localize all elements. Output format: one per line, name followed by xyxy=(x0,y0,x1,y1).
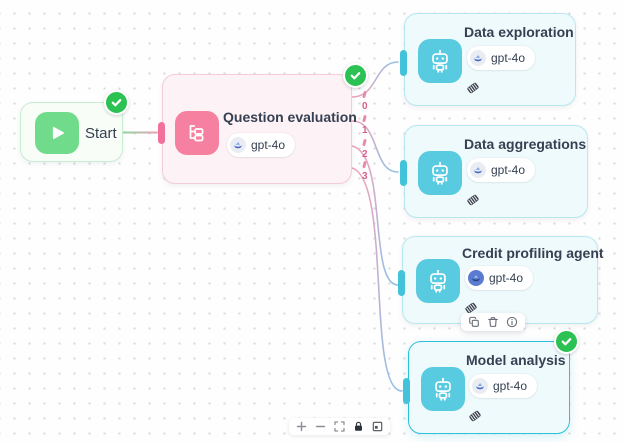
check-badge-icon xyxy=(104,90,129,115)
robot-icon xyxy=(418,39,462,83)
model-name: gpt-4o xyxy=(491,51,526,65)
node-data-aggregations[interactable]: Data aggregations gpt-4o xyxy=(400,125,588,218)
model-name: gpt-4o xyxy=(491,163,526,177)
input-handle[interactable] xyxy=(400,160,407,186)
model-pill[interactable]: gpt-4o xyxy=(465,266,534,290)
model-name: gpt-4o xyxy=(251,138,286,152)
input-handle[interactable] xyxy=(398,270,405,296)
input-handle[interactable] xyxy=(403,378,410,404)
model-pill[interactable]: gpt-4o xyxy=(469,374,538,398)
check-badge-icon xyxy=(554,329,579,354)
lock-icon[interactable] xyxy=(353,421,364,432)
fit-view-icon[interactable] xyxy=(334,421,345,432)
tool-icon xyxy=(464,191,481,208)
edge-branch-1[interactable] xyxy=(351,120,399,173)
branch-label: 2 xyxy=(362,149,368,160)
model-provider-icon xyxy=(468,270,484,286)
model-pill[interactable]: gpt-4o xyxy=(227,133,296,157)
edge-branch-2[interactable] xyxy=(351,145,399,286)
branch-label: 1 xyxy=(362,125,368,136)
copy-icon[interactable] xyxy=(468,316,480,328)
info-icon[interactable] xyxy=(506,316,518,328)
model-provider-icon xyxy=(472,378,488,394)
node-title: Start xyxy=(85,125,117,142)
branch-label: 3 xyxy=(362,171,368,182)
branch-handle-1[interactable] xyxy=(362,114,367,123)
node-title: Credit profiling agent xyxy=(462,245,604,261)
canvas-controls xyxy=(289,418,390,435)
tool-icon xyxy=(462,299,479,316)
model-pill[interactable]: gpt-4o xyxy=(467,46,536,70)
model-provider-icon xyxy=(470,162,486,178)
node-title: Model analysis xyxy=(466,352,566,368)
robot-icon xyxy=(421,367,465,411)
branch-label: 0 xyxy=(362,101,368,112)
question-classifier-icon xyxy=(175,111,219,155)
model-name: gpt-4o xyxy=(493,379,528,393)
zoom-out-icon[interactable] xyxy=(315,421,326,432)
model-name: gpt-4o xyxy=(489,271,524,285)
node-title: Data aggregations xyxy=(464,136,587,152)
node-title: Data exploration xyxy=(464,24,574,40)
check-badge-icon xyxy=(343,63,368,88)
model-provider-icon xyxy=(230,137,246,153)
branch-handle-0[interactable] xyxy=(362,90,367,99)
tool-icon xyxy=(464,79,481,96)
node-question-evaluation[interactable]: Question evaluation gpt-4o xyxy=(158,63,368,184)
minimap-icon[interactable] xyxy=(372,421,383,432)
edge-branch-3[interactable] xyxy=(351,167,403,392)
node-model-analysis[interactable]: Model analysis gpt-4o xyxy=(403,329,579,434)
branch-handle-2[interactable] xyxy=(362,138,367,147)
model-provider-icon xyxy=(470,50,486,66)
play-icon xyxy=(35,112,79,154)
node-credit-profiling-agent[interactable]: Credit profiling agent gpt-4o xyxy=(398,236,604,324)
node-hover-toolbar xyxy=(461,313,525,331)
input-handle[interactable] xyxy=(158,122,165,144)
node-title: Question evaluation xyxy=(223,109,357,125)
model-pill[interactable]: gpt-4o xyxy=(467,158,536,182)
node-start[interactable]: Start xyxy=(20,90,129,162)
zoom-in-icon[interactable] xyxy=(296,421,307,432)
delete-icon[interactable] xyxy=(487,316,499,328)
branch-handle-3[interactable] xyxy=(362,160,367,169)
tool-icon xyxy=(466,407,483,424)
node-data-exploration[interactable]: Data exploration gpt-4o xyxy=(400,13,576,106)
robot-icon xyxy=(418,151,462,195)
input-handle[interactable] xyxy=(400,50,407,76)
robot-icon xyxy=(416,259,460,303)
